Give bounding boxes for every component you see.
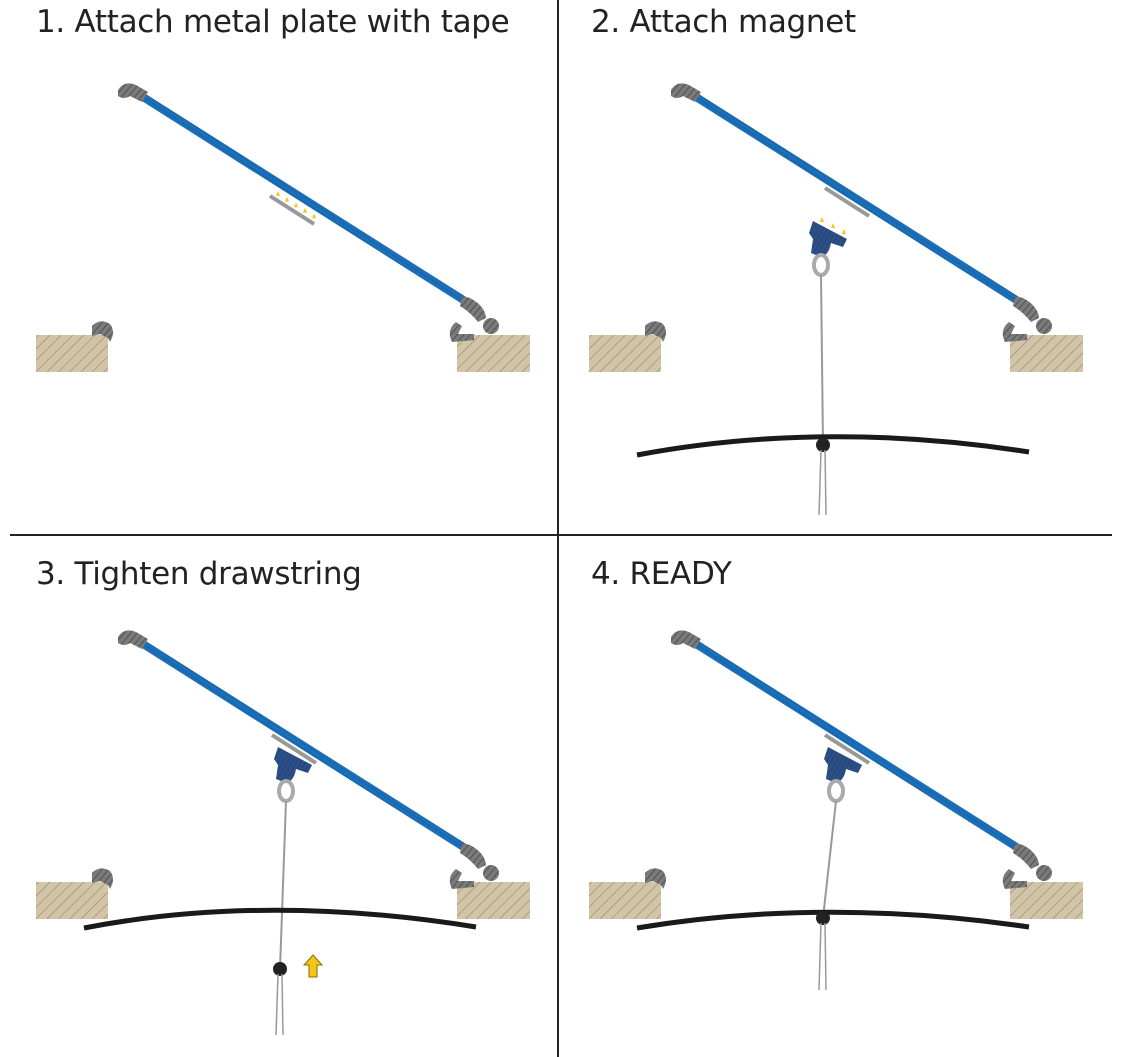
left-rail-clip <box>92 321 113 342</box>
eye-ring <box>277 779 295 803</box>
metal-plate <box>268 194 316 226</box>
right-wood-block <box>457 335 530 372</box>
left-rail-clip <box>645 321 666 342</box>
step-1-title: 1. Attach metal plate with tape <box>36 4 510 40</box>
tape-marker <box>303 207 307 213</box>
rail-bottom-cap <box>1013 843 1039 869</box>
rail-bottom-cap <box>1013 296 1039 322</box>
magnet <box>809 221 847 257</box>
left-wood-block <box>36 882 108 919</box>
cord-end <box>818 449 822 516</box>
blue-rail <box>140 93 468 305</box>
tape-marker <box>294 202 298 208</box>
cord-lock <box>816 911 830 925</box>
drawstring <box>820 274 824 446</box>
step-3-title: 3. Tighten drawstring <box>36 556 362 592</box>
panel-4 <box>589 630 1083 991</box>
tarp-edge <box>636 909 1030 931</box>
left-rail-clip <box>92 868 113 889</box>
cord-lock <box>273 962 287 976</box>
tape-marker <box>312 213 316 219</box>
blue-rail <box>693 93 1021 305</box>
cord-end <box>824 449 827 516</box>
rail-bottom-cap <box>460 843 486 869</box>
hinge-knob <box>483 865 499 881</box>
tape-marker <box>831 223 835 228</box>
cord-end <box>275 973 279 1036</box>
tape-marker <box>842 229 846 234</box>
step-2-title: 2. Attach magnet <box>591 4 856 40</box>
right-rail-clip <box>449 869 474 889</box>
panel-3 <box>36 630 530 1036</box>
tape-marker <box>276 191 280 196</box>
rail-top-cap <box>118 630 148 649</box>
eye-ring <box>812 253 830 277</box>
step-4-title: 4. READY <box>591 556 732 592</box>
drawstring <box>279 800 287 970</box>
hinge-knob <box>1036 318 1052 334</box>
cord-end <box>824 922 827 991</box>
panel-2 <box>589 83 1083 516</box>
right-wood-block <box>457 882 530 919</box>
tape-marker <box>285 196 289 202</box>
right-rail-clip <box>1002 869 1027 889</box>
cord-lock <box>816 438 830 452</box>
tape-marker <box>820 217 824 222</box>
left-wood-block <box>589 882 661 919</box>
rail-top-cap <box>118 83 148 102</box>
rail-bottom-cap <box>460 296 486 322</box>
magnet <box>824 747 862 783</box>
blue-rail <box>140 640 468 852</box>
cord-end <box>281 973 284 1036</box>
panel-1 <box>36 83 530 372</box>
left-rail-clip <box>645 868 666 889</box>
left-wood-block <box>589 335 661 372</box>
hinge-knob <box>1036 865 1052 881</box>
cord-end <box>818 922 822 991</box>
up-arrow-icon <box>302 954 324 978</box>
right-wood-block <box>1010 882 1083 919</box>
metal-plate <box>823 733 871 765</box>
magnet <box>274 747 312 783</box>
tarp-edge <box>636 434 1030 458</box>
blue-rail <box>693 640 1021 852</box>
hinge-knob <box>483 318 499 334</box>
eye-ring <box>827 779 845 803</box>
left-wood-block <box>36 335 108 372</box>
right-rail-clip <box>449 322 474 342</box>
right-rail-clip <box>1002 322 1027 342</box>
tarp-edge <box>83 907 477 931</box>
rail-top-cap <box>671 83 701 102</box>
right-wood-block <box>1010 335 1083 372</box>
metal-plate <box>270 733 318 765</box>
drawstring <box>822 800 837 919</box>
rail-top-cap <box>671 630 701 649</box>
metal-plate <box>823 186 871 218</box>
